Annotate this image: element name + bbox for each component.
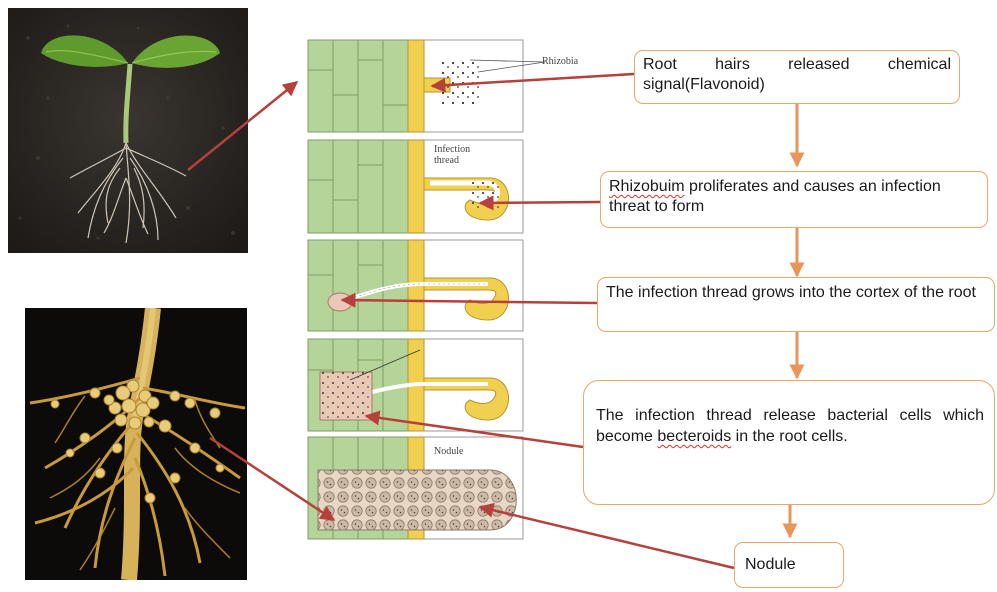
step-text-rhizobium-misspelled: Rhizobuim xyxy=(609,178,685,195)
step-box-bacteroids: The infection thread release bacterial c… xyxy=(583,380,995,505)
step-box-flavonoid-signal: Root hairs released chemical signal(Flav… xyxy=(634,50,960,104)
panel-thread-grows xyxy=(308,240,523,331)
step-box-rhizobium-proliferates: Rhizobuim proliferates and causes an inf… xyxy=(600,171,988,228)
panel-root-hair-signal xyxy=(308,40,545,132)
step-box-nodule: Nodule xyxy=(734,542,844,588)
step-text-flavonoid-signal: Root hairs released chemical signal(Flav… xyxy=(643,56,951,93)
step-text-thread-grows: The infection thread grows into the cort… xyxy=(606,284,976,301)
step-text-bacteroids-misspelled: becteroids xyxy=(657,428,731,445)
step-text-nodule: Nodule xyxy=(745,556,796,573)
panel-nodule xyxy=(308,437,523,539)
rhizobia-label: Rhizobia xyxy=(542,56,578,67)
nodule-panel-label: Nodule xyxy=(434,446,463,457)
infection-thread-label-line2: thread xyxy=(434,155,459,166)
infection-thread-label-line1: Infection xyxy=(434,144,470,155)
step-box-thread-grows: The infection thread grows into the cort… xyxy=(597,277,995,332)
step-text-bacteroids-post: in the root cells. xyxy=(731,428,848,445)
panel-infection-thread xyxy=(308,140,523,233)
panel-bacteroids xyxy=(308,339,523,431)
